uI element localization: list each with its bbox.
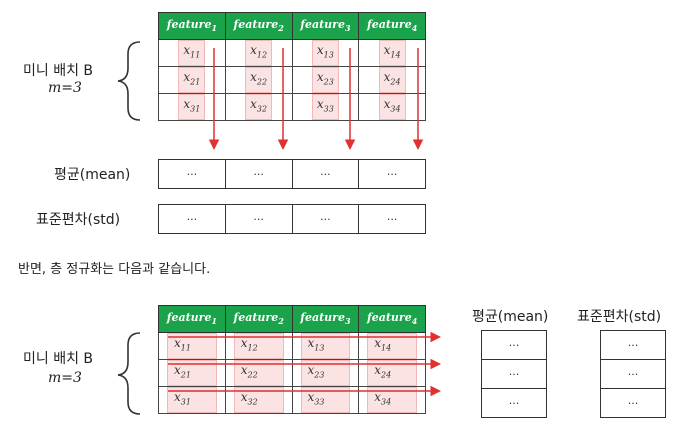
feature-header-2: feature2	[224, 12, 293, 40]
feature-header-3: feature3	[291, 12, 360, 40]
cell-value: x32	[245, 94, 273, 120]
mean-cell: ···	[291, 159, 360, 189]
cell-value: x33	[311, 94, 339, 120]
feature-header-1: feature1	[158, 12, 226, 40]
std-column-bottom: ··· ··· ···	[600, 330, 666, 418]
std-cell: ···	[600, 359, 666, 389]
layer-norm-paragraph: 반면, 층 정규화는 다음과 같습니다.	[18, 262, 211, 277]
table-cell: x32	[224, 93, 293, 121]
batch-label-bottom: 미니 배치 B	[23, 351, 94, 367]
std-cell: ···	[358, 204, 426, 234]
std-cell: ···	[600, 330, 666, 360]
table-cell: x22	[224, 66, 293, 94]
std-cell: ···	[291, 204, 360, 234]
batch-label-top: 미니 배치 B	[23, 63, 94, 79]
mean-cell: ···	[358, 159, 426, 189]
table-cell: x33	[291, 93, 360, 121]
mean-cell: ···	[481, 388, 547, 418]
brace-top	[117, 41, 141, 121]
cell-value: x31	[178, 94, 206, 120]
cell-value: x11	[178, 40, 206, 66]
table-cell: x14	[358, 39, 426, 67]
cell-value: x34	[378, 94, 406, 120]
mean-label-top: 평균(mean)	[54, 167, 131, 183]
std-label-bottom: 표준편차(std)	[577, 309, 662, 325]
mean-cell: ···	[481, 330, 547, 360]
std-cell: ···	[600, 388, 666, 418]
std-cell: ···	[158, 204, 226, 234]
feature-header-2: feature2	[224, 305, 293, 333]
feature-header-4: feature4	[358, 305, 426, 333]
mean-column-bottom: ··· ··· ···	[481, 330, 547, 418]
cell-value: x23	[311, 67, 339, 93]
mean-label-bottom: 평균(mean)	[472, 309, 549, 325]
cell-value: x12	[245, 40, 273, 66]
cell-value: x21	[178, 67, 206, 93]
table-cell: x24	[358, 66, 426, 94]
cell-value: x24	[378, 67, 406, 93]
std-label-top: 표준편차(std)	[36, 212, 121, 228]
feature-header-1: feature1	[158, 305, 226, 333]
cell-value: x13	[311, 40, 339, 66]
mean-cell: ···	[224, 159, 293, 189]
mean-row-top: ··· ··· ··· ···	[158, 159, 426, 189]
cell-value: x22	[245, 67, 273, 93]
std-cell: ···	[224, 204, 293, 234]
batch-size-bottom: m=3	[48, 370, 82, 386]
batch-size-top: m=3	[48, 80, 82, 96]
brace-bottom	[117, 332, 141, 415]
mean-cell: ···	[158, 159, 226, 189]
table-cell: x34	[358, 93, 426, 121]
std-row-top: ··· ··· ··· ···	[158, 204, 426, 234]
cell-value: x14	[378, 40, 406, 66]
table-row: x21 x22 x23 x24	[158, 66, 426, 94]
feature-header-4: feature4	[358, 12, 426, 40]
